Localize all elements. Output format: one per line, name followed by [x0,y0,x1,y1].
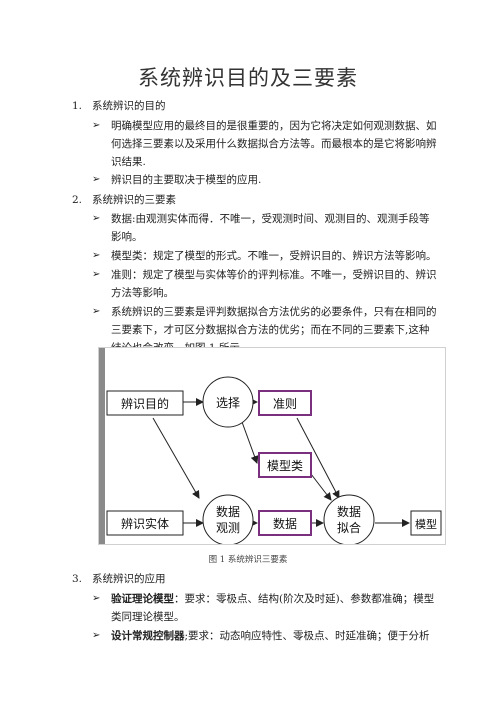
edge-criterion-to-fit [296,417,340,499]
bullet-arrow-icon: ➢ [92,213,101,224]
box-identification-goal [106,390,184,416]
bullet-arrow-icon: ➢ [92,174,101,185]
circle-data-observation-label-1: 数据 [216,504,240,519]
section-3-heading: 系统辨识的应用 [92,573,166,585]
section-3-bullet-1-bold: 验证理论模型 [111,593,174,605]
page-title: 系统辨识目的及三要素 [138,66,358,90]
box-model [410,510,442,536]
section-2-bullet-4-line-2: 三要素下，才可区分数据拟合方法的优劣；而在不同的三要素下,这种 [111,324,430,336]
box-identification-entity [106,510,184,536]
bullet-arrow-icon: ➢ [92,269,101,280]
section-2-bullet-1-line-2: 影响。 [111,231,143,243]
section-1-bullet-2-line-1: 辨识目的主要取决于模型的应用. [111,174,262,186]
circle-select-label: 选择 [216,396,240,410]
section-1-bullet-1-line-3: 识结果. [111,156,146,168]
section-2-bullet-4-line-1: 系统辨识的三要素是评判数据拟合方法优劣的必要条件，只有在相同的 [111,306,437,318]
edge-select-to-model-class [241,421,259,464]
box-data-label: 数据 [273,516,297,531]
box-criterion [258,390,312,416]
box-criterion-label: 准则 [273,397,297,411]
figure-caption: 图 1 系统辨识三要素 [208,555,288,565]
circle-data-observation [202,494,254,546]
section-1-number: 1. [72,100,83,112]
diagram-svg: 辨识目的 选择 准则 模型类 辨识实体 数据 观测 数据 数据 拟合 模型 [99,348,442,546]
box-model-class [258,452,312,478]
section-3-bullet-1-line-2: 类同理论模型。 [111,611,185,623]
edge-goal-to-observe [152,417,200,499]
box-identification-entity-label: 辨识实体 [121,516,169,531]
section-2-heading: 系统辨识的三要素 [92,194,176,206]
circle-data-observation-label-2: 观测 [216,521,240,535]
section-3-bullet-1-line-1: 验证理论模型：要求：零极点、结构(阶次及时延)、参数都准确；模型 [111,592,434,606]
section-2-bullet-3-line-1: 准则：规定了模型与实体等价的评判标准。不唯一，受辨识目的、辨识 [111,269,437,281]
circle-data-fitting-label-2: 拟合 [337,520,361,535]
left-edge-bar [99,348,105,544]
section-3-bullet-1-rest: ：要求：零极点、结构(阶次及时延)、参数都准确；模型 [174,593,435,605]
section-1-heading: 系统辨识的目的 [92,100,166,112]
box-model-label: 模型 [415,517,437,531]
section-1-bullet-1-line-2: 何选择三要素以及采用什么数据拟合方法等。而最根本的是它将影响辨 [111,138,437,150]
section-3-bullet-2-line-1: 设计常规控制器;要求：动态响应特性、零极点、时延准确；便于分析 [111,629,430,643]
section-2-bullet-2-line-1: 模型类：规定了模型的形式。不唯一，受辨识目的、辨识方法等影响。 [111,250,437,262]
section-2-number: 2. [72,194,83,206]
box-data [258,510,312,536]
section-3-bullet-2-bold: 设计常规控制器 [111,630,185,642]
bullet-arrow-icon: ➢ [92,120,101,131]
circle-select [202,376,254,428]
bullet-arrow-icon: ➢ [92,250,101,261]
section-3-number: 3. [72,573,83,585]
figure-three-elements-diagram: 辨识目的 选择 准则 模型类 辨识实体 数据 观测 数据 数据 拟合 模型 [98,347,446,546]
edge-model-class-to-fit [310,473,332,501]
box-model-class-label: 模型类 [267,459,303,473]
section-1-bullet-1-line-1: 明确模型应用的最终目的是很重要的，因为它将决定如何观测数据、如 [111,120,437,132]
box-identification-goal-label: 辨识目的 [121,396,169,411]
section-2-bullet-3-line-2: 方法等影响。 [111,287,174,299]
bullet-arrow-icon: ➢ [92,306,101,317]
circle-data-fitting [323,494,375,546]
bullet-arrow-icon: ➢ [92,593,101,604]
section-3-bullet-2-rest: ;要求：动态响应特性、零极点、时延准确；便于分析 [184,630,430,642]
bullet-arrow-icon: ➢ [92,630,101,641]
section-2-bullet-1-line-1: 数据:由观测实体而得．不唯一，受观测时间、观测目的、观测手段等 [111,213,430,225]
circle-data-fitting-label-1: 数据 [337,504,361,519]
